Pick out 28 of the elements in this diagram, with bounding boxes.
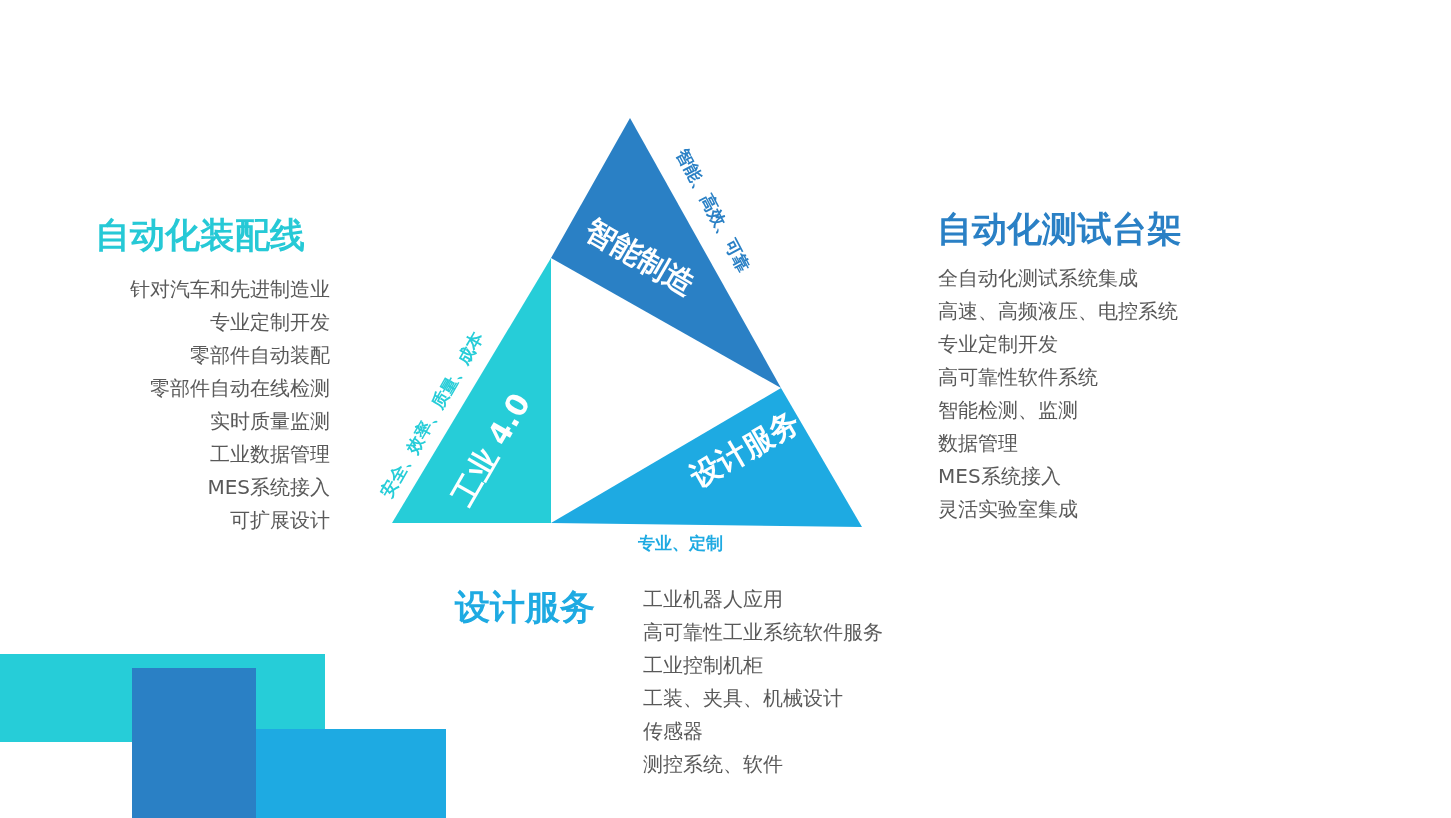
- list-item: 高速、高频液压、电控系统: [938, 298, 1178, 324]
- side-caption: 专业、定制: [637, 531, 723, 555]
- list-item: 测控系统、软件: [643, 751, 783, 777]
- segment-title: 设计服务: [682, 403, 807, 497]
- list-item: 针对汽车和先进制造业: [130, 276, 330, 302]
- list-item: 零部件自动装配: [190, 342, 330, 368]
- list-item: 高可靠性工业系统软件服务: [643, 619, 883, 645]
- list-item: 全自动化测试系统集成: [938, 265, 1138, 291]
- list-item: 高可靠性软件系统: [938, 364, 1098, 390]
- list-item: 智能检测、监测: [938, 397, 1078, 423]
- list-item: 工业控制机柜: [643, 652, 763, 678]
- list-item: MES系统接入: [207, 474, 330, 500]
- list-item: 专业定制开发: [210, 309, 330, 335]
- segment-title: 智能制造: [578, 212, 702, 305]
- list-item: 灵活实验室集成: [938, 496, 1078, 522]
- list-item: 传感器: [643, 718, 703, 744]
- list-item: 专业定制开发: [938, 331, 1058, 357]
- list-item: MES系统接入: [938, 463, 1061, 489]
- list-item: 数据管理: [938, 430, 1018, 456]
- list-item: 可扩展设计: [230, 507, 330, 533]
- list-item: 工业数据管理: [210, 441, 330, 467]
- section-heading: 自动化装配线: [95, 214, 305, 256]
- list-item: 实时质量监测: [210, 408, 330, 434]
- list-item: 工业机器人应用: [643, 586, 783, 612]
- section-heading: 设计服务: [455, 586, 595, 628]
- section-heading: 自动化测试台架: [937, 208, 1182, 250]
- list-item: 工装、夹具、机械设计: [643, 685, 843, 711]
- list-item: 零部件自动在线检测: [150, 375, 330, 401]
